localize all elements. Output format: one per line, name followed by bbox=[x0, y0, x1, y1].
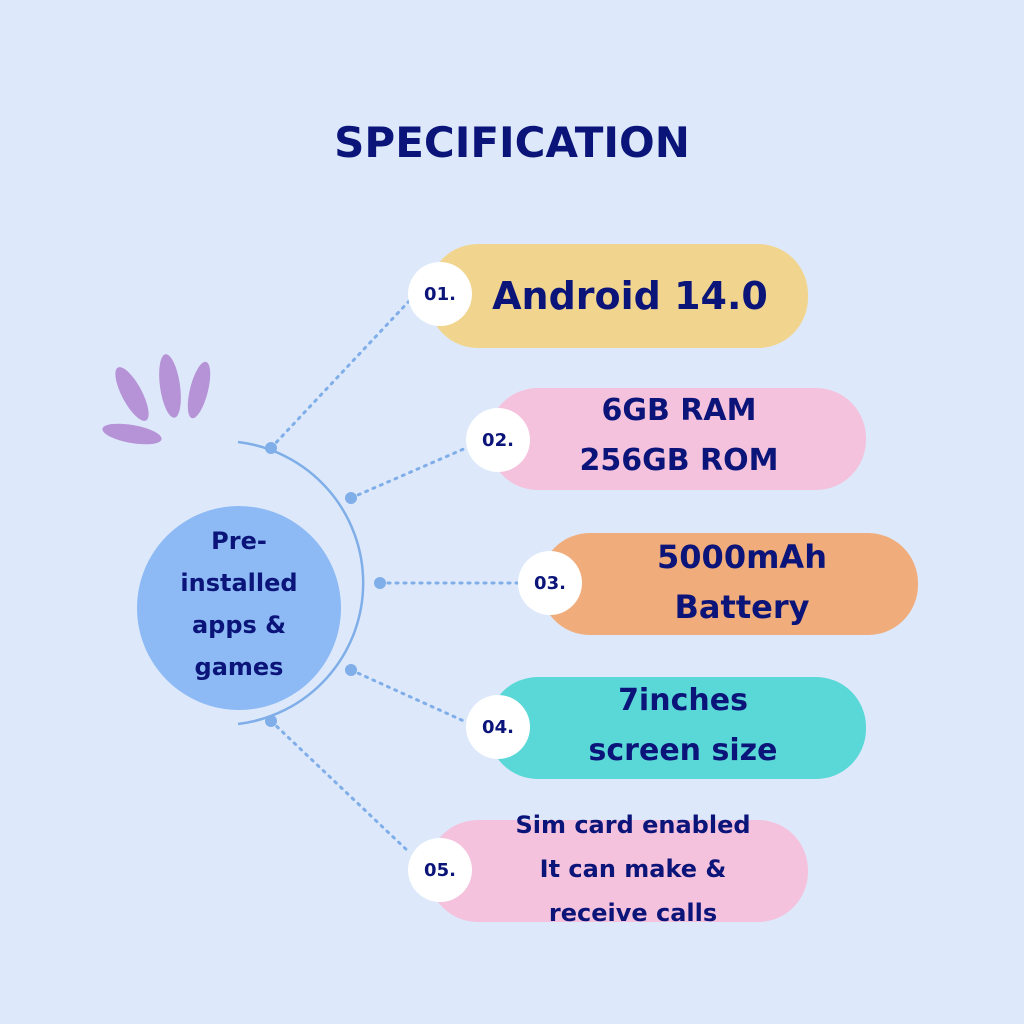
connector-arc bbox=[237, 440, 365, 726]
spec-number-badge-1: 01. bbox=[408, 262, 472, 326]
connector-line-4 bbox=[349, 668, 468, 724]
spec-number-badge-2: 02. bbox=[466, 408, 530, 472]
connector-node bbox=[345, 492, 357, 504]
spec-number-badge-3: 03. bbox=[518, 551, 582, 615]
spec-text-2: 6GB RAM 256GB ROM bbox=[579, 393, 779, 478]
decorative-burst-icon bbox=[102, 354, 211, 445]
page-title: SPECIFICATION bbox=[334, 118, 690, 167]
connector-node bbox=[374, 577, 386, 589]
burst-stroke bbox=[115, 367, 149, 421]
spec-pill-1: Android 14.0 bbox=[428, 244, 808, 348]
connector-node bbox=[345, 664, 357, 676]
spec-text-5: Sim card enabled It can make & receive c… bbox=[515, 811, 751, 927]
spec-pill-5: Sim card enabled It can make & receive c… bbox=[428, 811, 808, 927]
spec-pill-2: 6GB RAM 256GB ROM bbox=[488, 388, 866, 490]
spec-text-1: Android 14.0 bbox=[492, 274, 768, 318]
connector-node bbox=[265, 715, 277, 727]
burst-stroke bbox=[187, 361, 211, 419]
burst-stroke bbox=[102, 423, 162, 445]
spec-pill-3: 5000mAh Battery bbox=[540, 533, 918, 635]
spec-text-4: 7inches screen size bbox=[588, 683, 778, 768]
spec-number-badge-4: 04. bbox=[466, 695, 530, 759]
spec-text-3: 5000mAh Battery bbox=[657, 538, 827, 626]
hub-circle: Pre-installed apps & games bbox=[137, 506, 341, 710]
hub-label: Pre-installed apps & games bbox=[180, 527, 298, 681]
spec-pill-4: 7inches screen size bbox=[488, 677, 866, 779]
connector-line-2 bbox=[349, 446, 468, 500]
burst-stroke bbox=[159, 354, 181, 418]
spec-number-badge-5: 05. bbox=[408, 838, 472, 902]
connector-line-1 bbox=[269, 296, 414, 450]
connector-line-5 bbox=[269, 719, 412, 855]
connector-node bbox=[265, 442, 277, 454]
